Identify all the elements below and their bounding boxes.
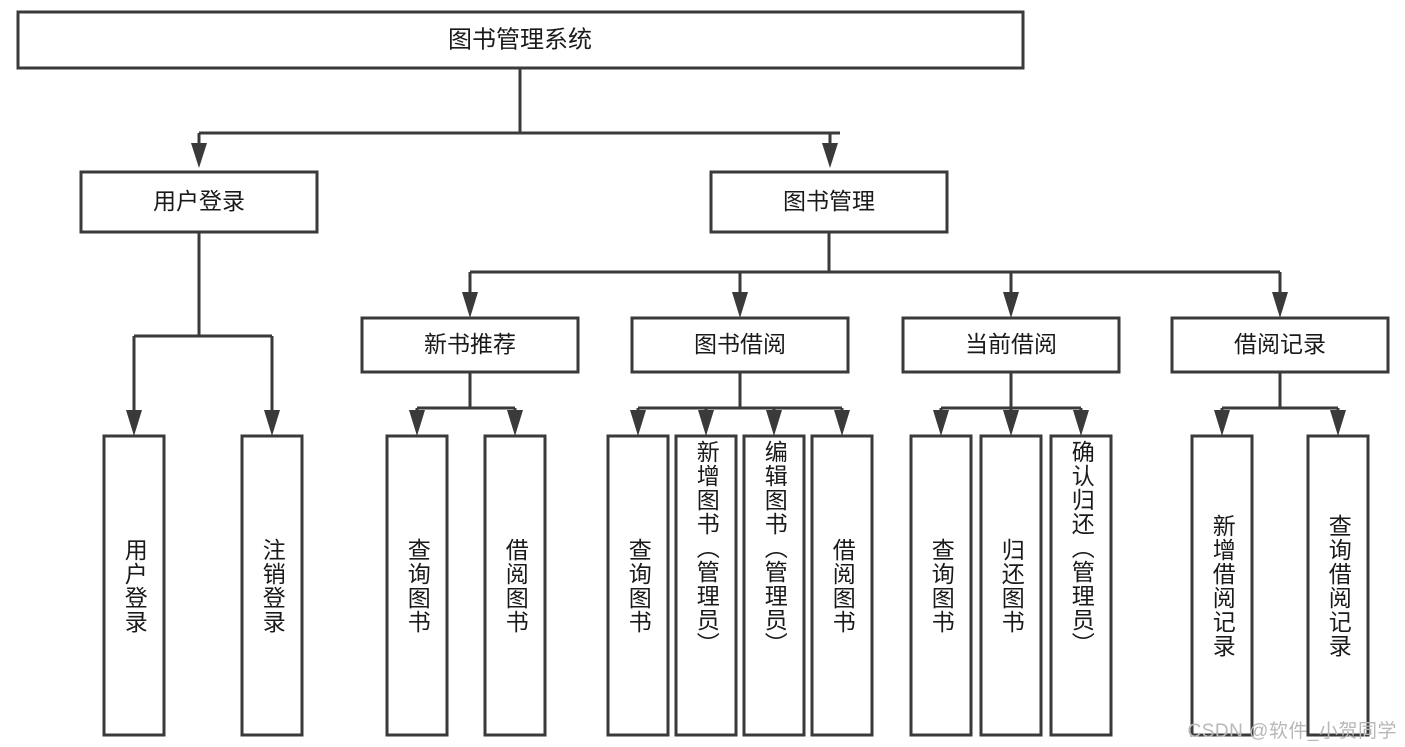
node-current-borrow-box[interactable] xyxy=(901,316,1121,374)
arrowhead-cb-leaf-2-icon xyxy=(1003,410,1019,436)
arrowhead-root-to-bookmgmt-icon xyxy=(822,143,838,168)
arrowhead-nbr-leaf-2-icon xyxy=(507,410,523,436)
leaf-box-nbr-2[interactable] xyxy=(483,434,547,737)
node-book-borrow-box[interactable] xyxy=(630,316,850,374)
leaf-box-bb-1[interactable] xyxy=(606,434,670,737)
node-root-label: 图书管理系统 xyxy=(448,26,592,53)
arrowhead-nbr-leaf-1-icon xyxy=(409,410,425,436)
arrowhead-br-leaf-2-icon xyxy=(1330,410,1346,436)
node-current-borrow-label: 当前借阅 xyxy=(965,331,1057,357)
leaf-box-cb-2[interactable] xyxy=(979,434,1043,737)
arrowhead-bm-child-3-icon xyxy=(1003,292,1019,318)
node-book-management-box[interactable] xyxy=(709,170,949,234)
arrowhead-bm-child-4-icon xyxy=(1272,292,1288,318)
arrowhead-cb-leaf-3-icon xyxy=(1073,410,1089,436)
arrowhead-user-login-leaf-2-icon xyxy=(264,410,280,436)
leaf-box-user-login-2[interactable] xyxy=(240,434,304,737)
leaf-box-bb-3[interactable] xyxy=(742,434,806,737)
leaf-box-br-2[interactable] xyxy=(1306,434,1370,737)
leaf-box-bb-2[interactable] xyxy=(674,434,738,737)
arrowhead-bb-leaf-2-icon xyxy=(698,410,714,436)
node-book-borrow-label: 图书借阅 xyxy=(694,331,786,357)
arrowhead-br-leaf-1-icon xyxy=(1214,410,1230,436)
node-new-book-recommend-box[interactable] xyxy=(360,316,580,374)
node-new-book-recommend-label: 新书推荐 xyxy=(424,331,516,357)
leaf-box-cb-3[interactable] xyxy=(1049,434,1113,737)
leaf-box-br-1[interactable] xyxy=(1190,434,1254,737)
leaf-box-cb-1[interactable] xyxy=(909,434,973,737)
arrowhead-bm-child-2-icon xyxy=(732,292,748,318)
arrowhead-root-to-login-icon xyxy=(191,143,207,168)
arrowhead-bb-leaf-4-icon xyxy=(834,410,850,436)
leaf-box-nbr-1[interactable] xyxy=(385,434,449,737)
arrowhead-cb-leaf-1-icon xyxy=(933,410,949,436)
arrowhead-bb-leaf-3-icon xyxy=(766,410,782,436)
arrowhead-bb-leaf-1-icon xyxy=(630,410,646,436)
arrowhead-bm-child-1-icon xyxy=(462,292,478,318)
node-book-management-label: 图书管理 xyxy=(783,188,875,214)
node-borrow-record-box[interactable] xyxy=(1170,316,1390,374)
leaf-box-bb-4[interactable] xyxy=(810,434,874,737)
node-borrow-record-label: 借阅记录 xyxy=(1234,331,1326,357)
watermark: CSDN @软件_小贺同学 xyxy=(1187,721,1397,742)
node-root-box[interactable] xyxy=(16,10,1025,70)
node-user-login-label: 用户登录 xyxy=(153,188,245,214)
arrowhead-user-login-leaf-1-icon xyxy=(126,410,142,436)
leaf-box-user-login-1[interactable] xyxy=(102,434,166,737)
